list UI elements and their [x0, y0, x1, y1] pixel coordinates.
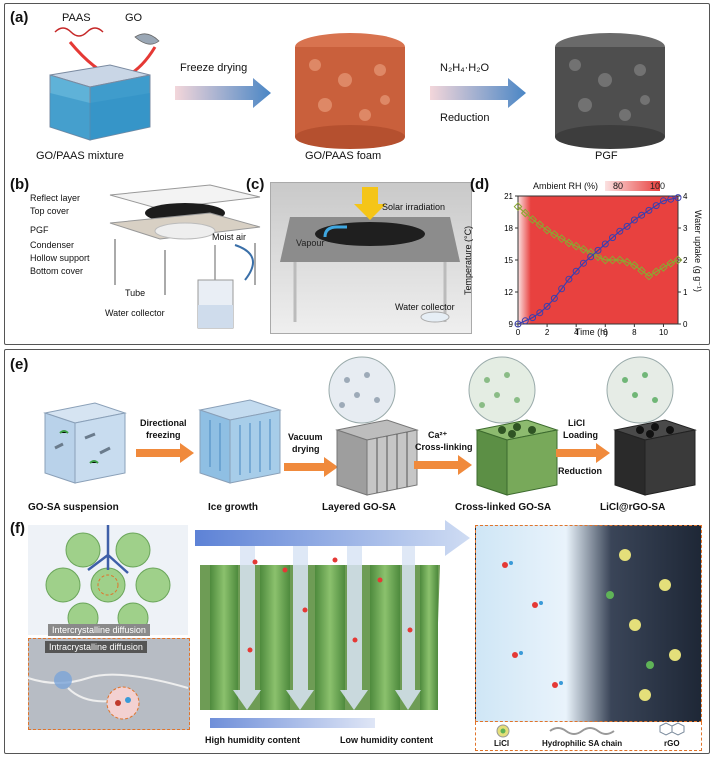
part-condenser: Condenser — [30, 240, 74, 250]
y-tick-label-right: 1 — [683, 288, 688, 297]
chart-ylabel-right: Water uptake (g g⁻¹) — [692, 210, 703, 292]
panel-c-label: (c) — [246, 176, 264, 193]
intracrystalline-label: Intracrystalline diffusion — [45, 641, 147, 653]
humidity-flow-diagram — [195, 520, 470, 735]
y-tick-label-left: 15 — [504, 256, 513, 265]
arrow-reduction — [430, 78, 530, 108]
water-collector-label-c: Water collector — [395, 302, 455, 312]
panel-d-label: (d) — [470, 176, 489, 193]
y-tick-label-left: 9 — [509, 320, 514, 329]
arrow-freeze-drying — [175, 78, 275, 108]
step-licl: LiCl — [568, 418, 585, 428]
part-hollow-support: Hollow support — [30, 253, 90, 263]
chart-xlabel: Time (h) — [575, 327, 608, 337]
moist-air-label: Moist air — [212, 232, 246, 242]
uptake-chart: 024681091215182101234 — [490, 182, 690, 342]
panel-b-label: (b) — [10, 176, 29, 193]
y-tick-label-right: 4 — [683, 192, 688, 201]
high-humidity-label: High humidity content — [205, 735, 300, 745]
y-tick-label-right: 2 — [683, 256, 688, 265]
cap-foam: GO/PAAS foam — [305, 150, 381, 162]
x-tick-label: 8 — [632, 328, 637, 337]
step-freezing: freezing — [146, 430, 181, 440]
cap-suspension: GO-SA suspension — [28, 502, 119, 513]
go-paas-foam-icon — [285, 25, 415, 155]
ice-growth-cube-icon — [195, 395, 285, 490]
licl-rgo-sa-icon — [600, 355, 700, 505]
pgf-icon — [545, 25, 675, 155]
y-tick-label-right: 0 — [683, 320, 688, 329]
solar-irradiation-label: Solar irradiation — [382, 202, 445, 212]
panel-f-label: (f) — [10, 520, 25, 537]
legend-sa-chain: Hydrophilic SA chain — [542, 739, 622, 748]
part-pgf: PGF — [30, 225, 49, 235]
vapour-label: Vapour — [296, 238, 324, 248]
crosslinked-go-sa-icon — [462, 355, 562, 505]
freeze-drying-label: Freeze drying — [180, 62, 247, 74]
arrow-e1 — [136, 443, 196, 463]
chart-ylabel-left: Temperature (°C) — [463, 226, 473, 295]
x-tick-label: 0 — [516, 328, 521, 337]
legend-icons — [475, 722, 700, 740]
cap-licl-rgo: LiCl@rGO-SA — [600, 502, 665, 513]
cap-pgf: PGF — [595, 150, 618, 162]
molecular-zoom-drawing — [475, 525, 700, 720]
step-loading: Loading — [563, 430, 598, 440]
cap-crosslinked: Cross-linked GO-SA — [455, 502, 551, 513]
legend-rgo: rGO — [664, 739, 680, 748]
step-vacuum: Vacuum — [288, 432, 323, 442]
x-tick-label: 2 — [545, 328, 550, 337]
part-tube: Tube — [125, 288, 145, 298]
part-water-collector: Water collector — [105, 308, 165, 318]
cap-ice-growth: Ice growth — [208, 502, 258, 513]
step-drying: drying — [292, 444, 320, 454]
reduction-label: Reduction — [440, 112, 490, 124]
y-tick-label-left: 21 — [504, 192, 513, 201]
part-reflect-layer: Reflect layer — [30, 193, 80, 203]
step-ca-ion: Ca²⁺ — [428, 430, 447, 441]
mixture-cube-icon — [40, 55, 160, 145]
panel-a-label: (a) — [10, 9, 28, 26]
hydrazine-label: N₂H₄·H₂O — [440, 62, 489, 74]
y-tick-label-right: 3 — [683, 224, 688, 233]
intercrystalline-diagram — [28, 525, 188, 635]
layered-go-sa-icon — [322, 355, 422, 505]
intracrystalline-drawing — [28, 658, 188, 728]
humidity-gradient-bar — [210, 718, 375, 728]
y-tick-label-left: 12 — [504, 288, 513, 297]
y-tick-label-left: 18 — [504, 224, 513, 233]
x-tick-label: 10 — [659, 328, 668, 337]
part-top-cover: Top cover — [30, 206, 69, 216]
intercrystalline-label: Intercrystalline diffusion — [48, 624, 150, 636]
low-humidity-label: Low humidity content — [340, 735, 433, 745]
cap-layered: Layered GO-SA — [322, 502, 396, 513]
panel-e-label: (e) — [10, 356, 28, 373]
step-directional: Directional — [140, 418, 187, 428]
legend-licl: LiCl — [494, 739, 509, 748]
part-bottom-cover: Bottom cover — [30, 266, 83, 276]
suspension-cube-icon — [40, 398, 130, 488]
step-reduction: Reduction — [558, 466, 602, 476]
cap-mixture: GO/PAAS mixture — [36, 150, 124, 162]
